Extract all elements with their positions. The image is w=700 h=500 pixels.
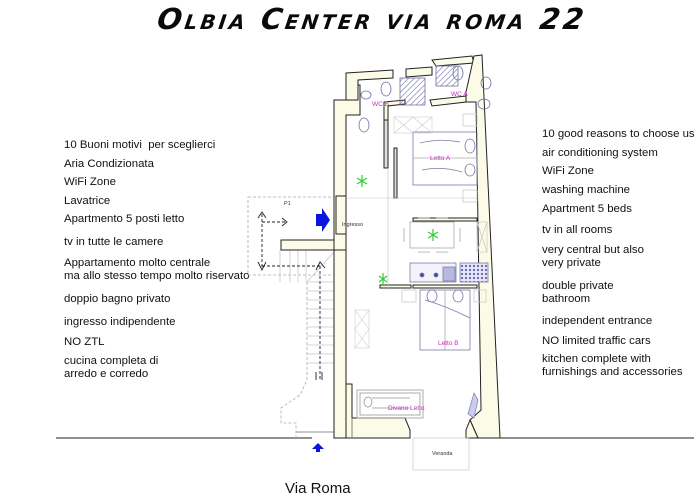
street-label: Via Roma	[285, 480, 351, 497]
left-item: cucina completa di arredo e corredo	[64, 355, 159, 380]
right-item: NO limited traffic cars	[542, 335, 651, 347]
room-label-letto-a: Letto A	[430, 155, 451, 162]
entrance-arrow-icon	[316, 208, 330, 232]
right-item: WiFi Zone	[542, 165, 594, 177]
building-walls	[280, 54, 501, 439]
left-item: Appartamento molto centrale ma allo stes…	[64, 257, 250, 282]
left-item: tv in tutte le camere	[64, 236, 164, 248]
left-item: Aria Condizionata	[64, 158, 154, 170]
street-entrance-arrow-icon	[312, 443, 324, 452]
left-item: WiFi Zone	[64, 176, 116, 188]
right-item: washing machine	[542, 184, 631, 196]
room-label-veranda: Veranda	[432, 451, 453, 457]
stairwell	[247, 196, 339, 438]
room-label-wc-a: WC A	[451, 91, 468, 98]
left-item: 10 Buoni motivi per sceglierci	[64, 139, 216, 151]
right-item: independent entrance	[542, 315, 653, 327]
door-swing	[467, 391, 479, 419]
right-item: Apartment 5 beds	[542, 203, 632, 215]
room-label-ingresso: Ingresso	[342, 222, 363, 228]
sofa-bed	[356, 389, 424, 419]
room-label-letto-b: Letto B	[438, 340, 459, 347]
right-item: tv in all rooms	[542, 224, 613, 236]
left-item: doppio bagno privato	[64, 293, 171, 305]
left-item: Lavatrice	[64, 195, 111, 207]
dining-table	[403, 217, 488, 253]
room-label-divano-letto: Divano Letto	[388, 405, 425, 412]
bed-letto-a	[412, 113, 478, 203]
landing-label: P1	[284, 201, 291, 207]
kitchen-counter	[409, 262, 489, 283]
left-item: NO ZTL	[64, 336, 105, 348]
right-item: 10 good reasons to choose us	[542, 128, 695, 140]
ac-marker-icon	[356, 175, 439, 285]
left-item: ingresso indipendente	[64, 316, 176, 328]
bathroom-fixtures	[358, 65, 492, 133]
right-item: kitchen complete with furnishings and ac…	[542, 353, 683, 378]
right-item: air conditioning system	[542, 147, 658, 159]
room-label-wc-b: WC B	[372, 101, 389, 108]
right-item: very central but also very private	[542, 244, 644, 269]
left-item: Apartmento 5 posti letto	[64, 213, 185, 225]
bed-letto-b	[401, 289, 487, 351]
right-item: double private bathroom	[542, 280, 614, 305]
